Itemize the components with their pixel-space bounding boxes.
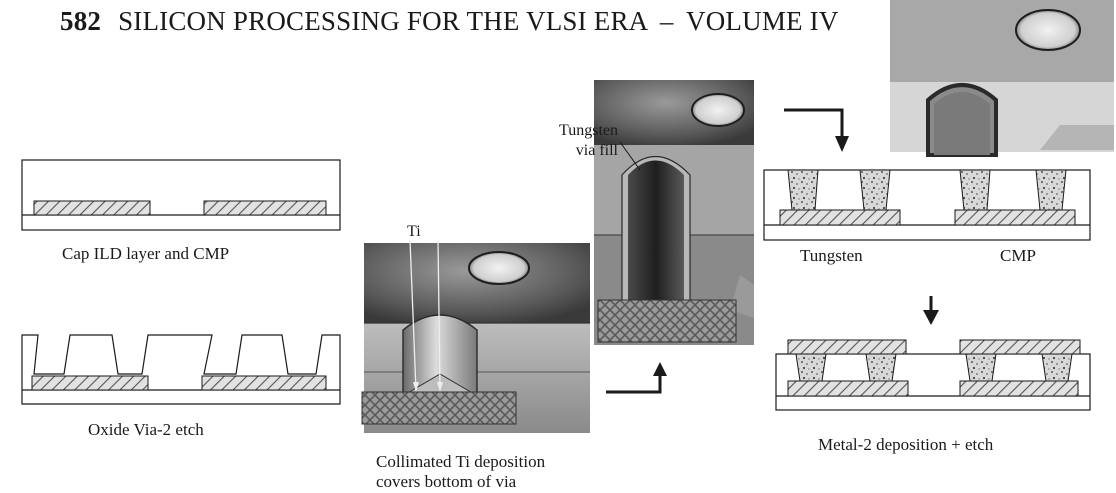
volume-label: VOLUME IV [686,6,839,36]
cap-ild-diagram [21,159,341,231]
oxide-via-etch-caption: Oxide Via-2 etch [88,420,204,439]
tungsten-fill-illustration [594,80,754,345]
tungsten-cmp-caption-right: CMP [1000,246,1036,265]
tungsten-label-line2: via fill [576,142,619,159]
book-title: SILICON PROCESSING FOR THE VLSI ERA [118,6,647,36]
page-header: 582 SILICON PROCESSING FOR THE VLSI ERA … [60,6,839,37]
tungsten-pointer-line [619,141,641,171]
ti-caption-line1: Collimated Ti deposition [376,452,546,471]
oxide-via-etch-diagram [21,334,341,405]
flow-arrow-up-icon [606,362,667,394]
ti-caption-line2: covers bottom of via [376,472,517,492]
tungsten-label-line1: Tungsten [559,122,618,139]
metal2-caption: Metal-2 deposition + etch [818,435,994,454]
flow-arrow-down-icon [923,296,939,325]
tungsten-cmp-caption-left: Tungsten [800,246,863,265]
ti-deposition-illustration [361,239,590,433]
page-number: 582 [60,6,102,36]
title-separator: – [659,6,674,36]
ti-label: Ti [407,223,421,240]
tungsten-cmp-diagram [763,169,1091,241]
ti-deposition-caption: Collimated Ti deposition covers bottom o… [376,452,616,493]
metal2-diagram [775,339,1091,411]
cap-ild-caption: Cap ILD layer and CMP [62,244,230,263]
flow-arrow-down-icon [784,108,849,152]
cmp-sem-illustration [890,0,1114,157]
